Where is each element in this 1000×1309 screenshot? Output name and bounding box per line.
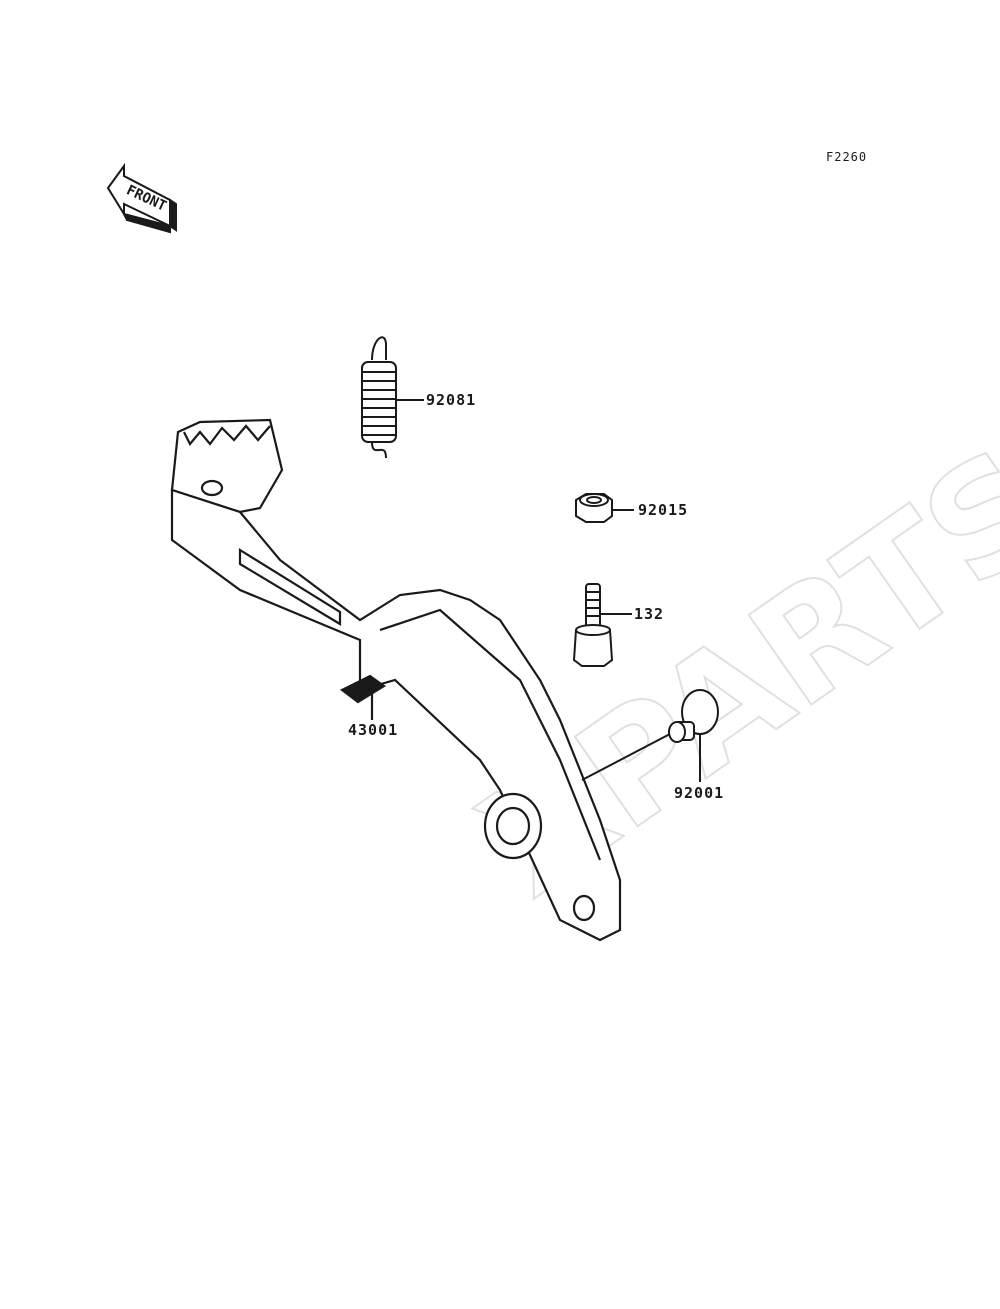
nut-part-92015 bbox=[575, 493, 634, 523]
diagram-code: F2260 bbox=[826, 150, 868, 164]
part-label-92001[interactable]: 92001 bbox=[674, 784, 725, 802]
front-arrow-icon: FRONT bbox=[106, 162, 177, 234]
damper-part-92001 bbox=[581, 689, 719, 782]
part-label-132[interactable]: 132 bbox=[634, 605, 665, 623]
spring-part-92081 bbox=[361, 336, 424, 459]
bolt-part-132 bbox=[572, 583, 632, 667]
part-label-92081[interactable]: 92081 bbox=[426, 391, 477, 409]
part-label-92015[interactable]: 92015 bbox=[638, 501, 689, 519]
part-label-43001[interactable]: 43001 bbox=[348, 721, 399, 739]
brake-pedal-lever bbox=[170, 418, 622, 942]
